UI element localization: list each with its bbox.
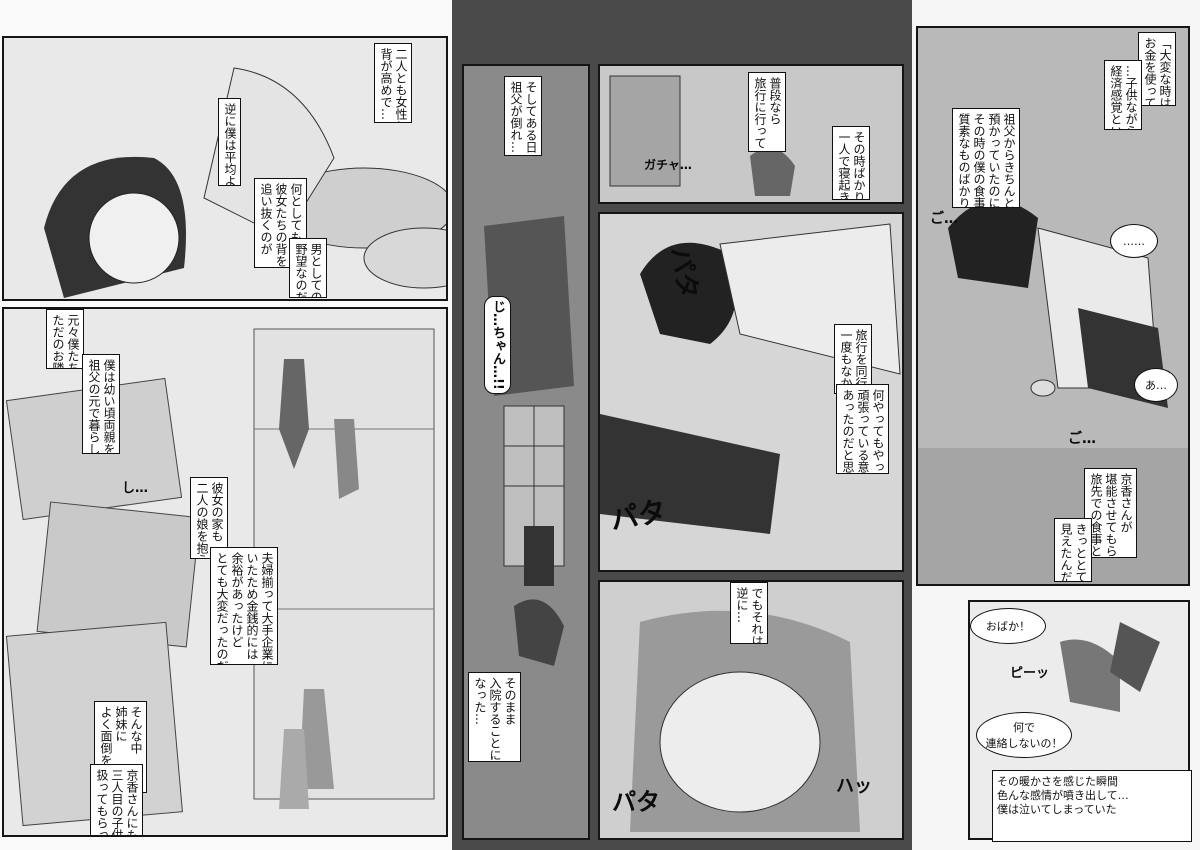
narration-box: 何やってもやって 頑張っている意識も あったのだと思う… — [836, 384, 889, 474]
narration-box: 僕は幼い頃両親を亡くし 祖父の元で暮らしており — [82, 354, 120, 454]
center-bottom-panel: でもそれは 逆に… パタ ハッ — [598, 580, 904, 840]
narration-box: そしてある日 祖父が倒れ… — [504, 76, 542, 156]
speech-bubble: おばか！ — [970, 608, 1046, 644]
narration-box: 京香さんが 堪能させてもらった 旅先での食事と比べて — [1084, 468, 1137, 558]
center-middle-panel: 旅行を同行したことは 一度もなかったので… 何やってもやって 頑張っている意識も… — [598, 212, 904, 572]
right-page: 07 「大変な時はとにかく お金を使ってはいけない」 …子供ながら 経済感覚とい… — [912, 0, 1200, 850]
sfx-text: ご… — [930, 211, 958, 227]
narration-box: その時ばかりは 一人で寝起きしていた… — [832, 126, 870, 200]
narration-box: 夫婦揃って大手企業に勤めて いたため金銭的には 余裕があったけど とても大変だっ… — [210, 547, 278, 665]
left-page: 二人とも女性としては 背が高めで… 逆に僕は平均より低め 何としても 彼女たちの… — [0, 0, 452, 850]
speech-bubble: 何で 連絡しないの！ — [976, 712, 1072, 758]
sfx-text: パタ — [612, 788, 660, 816]
narration-box: きっととても酷く 見えたんだと思う — [1054, 518, 1092, 582]
narration-box: 彼女の家も 二人の娘を抱え… — [190, 477, 228, 559]
narration-box: 二人とも女性としては 背が高めで… — [374, 43, 412, 123]
speech-bubble: あ… — [1134, 368, 1178, 402]
narration-box: 旅行を同行したことは 一度もなかったので… — [834, 324, 872, 394]
narration-box: 「大変な時はとにかく お金を使ってはいけない」 — [1138, 32, 1176, 106]
narration-box: その暖かさを感じた瞬間 色んな感情が噴き出して… 僕は泣いてしまっていた — [992, 770, 1192, 842]
sfx-text: ハッ — [836, 776, 872, 797]
narration-box: 京香さんにも 三人目の子供のように 扱ってもらっていた — [90, 764, 143, 835]
sfx-text: ガチャ… — [644, 158, 692, 172]
center-page: そしてある日 祖父が倒れ… じ…ちゃん…!! 普段なら 旅行に行っていた彼女たち… — [452, 0, 912, 850]
sfx-text: し… — [122, 481, 149, 496]
narration-box: 男としての 野望なのだ！ — [289, 238, 327, 298]
narration-box: 何としても 彼女たちの背を 追い抜くのが — [254, 178, 307, 268]
narration-box: 逆に僕は平均より低め — [218, 98, 241, 186]
narration-box: でもそれは 逆に… — [730, 582, 768, 644]
sfx-text: ご… — [1068, 431, 1096, 447]
right-top-panel: 「大変な時はとにかく お金を使ってはいけない」 …子供ながら 経済感覚というか … — [916, 26, 1190, 586]
narration-box: …子供ながら 経済感覚というか — [1104, 60, 1142, 130]
speech-bubble: …… — [1110, 224, 1158, 258]
narration-box: 元々僕たちは ただのお隣さんだった — [46, 309, 84, 369]
narration-box: そのまま 入院することに なった… — [468, 672, 521, 762]
left-middle-panel: 元々僕たちは ただのお隣さんだった 僕は幼い頃両親を亡くし 祖父の元で暮らしてお… — [2, 307, 448, 837]
narration-box: 祖父からきちんとお金は 預かっていたのに その時の僕の食事は 質素なものばかりで… — [952, 108, 1020, 208]
left-top-panel: 二人とも女性としては 背が高めで… 逆に僕は平均より低め 何としても 彼女たちの… — [2, 36, 448, 301]
sfx-text: ピーッ — [1010, 666, 1050, 681]
center-top-right-panel: 普段なら 旅行に行っていた彼女たちも その時ばかりは 一人で寝起きしていた… ガ… — [598, 64, 904, 204]
narration-box: 普段なら 旅行に行っていた彼女たちも — [748, 72, 786, 152]
sfx-text: じ…ちゃん…!! — [484, 296, 511, 394]
